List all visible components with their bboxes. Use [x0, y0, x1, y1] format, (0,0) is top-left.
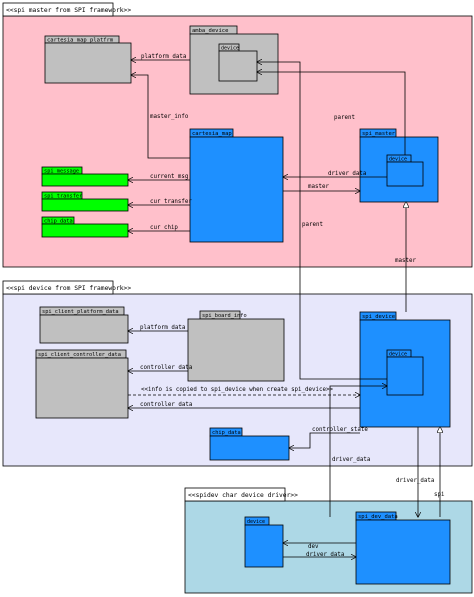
box-cartesia-map[interactable]: cartesia_map: [189, 128, 284, 243]
label-edge-dev: dev: [308, 544, 319, 550]
box-amba-device[interactable]: amba_device device: [189, 25, 279, 95]
label-spi-message: spi_message: [44, 169, 79, 175]
box-spi-transfer[interactable]: spi_transfer: [41, 191, 129, 212]
region-master-tab: [2, 2, 114, 17]
edge-driver-data-2: [329, 386, 387, 517]
label-spi-device-inner: device: [389, 352, 407, 358]
label-chip-data: chip_data: [44, 219, 73, 225]
box-spi-master-inner[interactable]: device: [386, 154, 424, 187]
label-edge-platform-data-2: platform data: [140, 325, 185, 331]
label-spi-transfer: spi_transfer: [44, 194, 82, 200]
label-spi-master: spi_master: [362, 131, 396, 137]
label-edge-driver-data-4: driver data: [306, 552, 344, 558]
label-edge-controller-data-1: controller data: [140, 365, 192, 371]
edge-parent-1: [257, 72, 406, 155]
box-spidev-device[interactable]: device: [244, 516, 284, 568]
edge-parent-2: [257, 62, 387, 380]
box-amba-device-inner[interactable]: device: [218, 43, 258, 82]
label-spi-board-info: spi_board_info: [202, 313, 247, 319]
label-spidev-device: device: [247, 519, 265, 525]
label-amba-device: amba_device: [192, 28, 228, 34]
label-edge-cur-transfer: cur transfer: [150, 199, 192, 205]
region-device-tab: [2, 280, 114, 295]
label-chip-data-2: chip_data: [212, 430, 241, 436]
label-edge-parent-2: parent: [302, 222, 323, 228]
box-chip-data-2[interactable]: chip_data: [209, 427, 290, 461]
region-char-title: <<spidev char device driver>>: [188, 492, 298, 499]
label-cartesia-map-platform: cartesia_map_platfrm: [47, 38, 114, 44]
region-char-tab: [184, 487, 286, 502]
box-spi-dev-data[interactable]: spi_dev_data: [355, 511, 451, 585]
label-edge-spi: spi: [434, 492, 445, 498]
label-edge-current-msg: current msg: [150, 174, 188, 180]
label-edge-controller-state: controller_state: [312, 427, 368, 433]
label-edge-cur-chip: cur chip: [150, 225, 178, 231]
label-edge-driver-data-1: driver data: [328, 171, 366, 177]
label-cartesia-map: cartesia_map: [192, 131, 232, 137]
label-edge-driver-data-2: driver_data: [332, 457, 370, 463]
label-edge-info-copied: <<info is copied to spi_device when crea…: [141, 387, 333, 393]
label-edge-controller-data-2: controller data: [140, 402, 192, 408]
box-spi-device[interactable]: spi_device device: [359, 311, 451, 428]
box-spi-client-controller-data[interactable]: spi_client_controller_data: [35, 349, 129, 419]
box-spi-client-platform-data[interactable]: spi_client_platform_data: [39, 306, 129, 344]
edge-master-info: [131, 75, 190, 159]
label-spi-master-inner: device: [389, 157, 407, 163]
box-spi-message[interactable]: spi_message: [41, 166, 129, 187]
label-edge-driver-data-3: driver_data: [396, 478, 434, 484]
box-spi-master[interactable]: spi_master device: [359, 128, 439, 203]
label-spi-client-controller-data: spi_client_controller_data: [38, 352, 121, 358]
box-spi-board-info[interactable]: spi_board_info: [187, 310, 285, 382]
label-amba-device-inner: device: [221, 46, 239, 52]
label-spi-dev-data: spi_dev_data: [358, 514, 398, 520]
region-device-title: <<spi device from SPI framework>>: [6, 285, 131, 292]
label-edge-master-info: master_info: [150, 114, 189, 120]
label-edge-parent-1: parent: [334, 115, 355, 121]
label-edge-platform-data-1: platform data: [141, 54, 186, 60]
label-edge-master-1: master: [308, 184, 329, 190]
label-spi-device: spi_device: [362, 314, 395, 320]
edge-labels: platform data master_info parent driver …: [140, 54, 445, 558]
box-cartesia-map-platform[interactable]: cartesia_map_platfrm: [44, 35, 132, 84]
edge-controller-state: [289, 432, 360, 448]
edges: [128, 60, 440, 557]
box-spi-device-inner[interactable]: device: [386, 349, 424, 396]
label-edge-master-2: master: [395, 258, 416, 264]
region-master-title: <<spi master from SPI framework>>: [6, 7, 131, 14]
label-spi-client-platform-data: spi_client_platform_data: [42, 309, 119, 315]
